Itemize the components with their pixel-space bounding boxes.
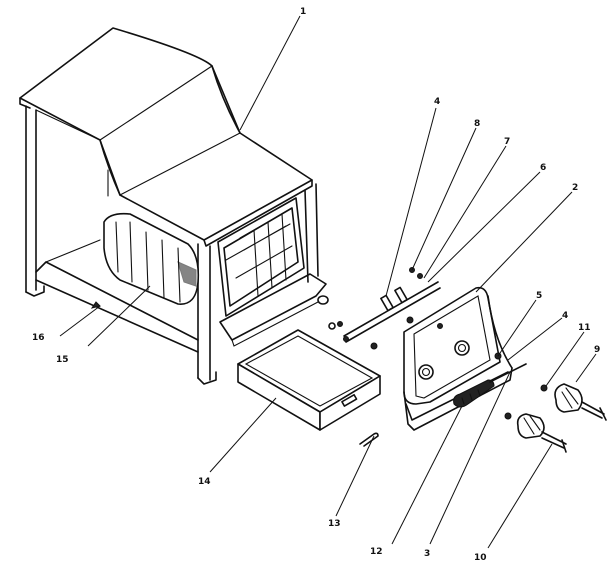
side-heat-panel [103, 212, 200, 305]
hinge-rod [328, 267, 441, 350]
callout-15: 15 [56, 355, 69, 365]
callout-4-lower: 4 [562, 311, 568, 321]
callout-5: 5 [536, 291, 542, 301]
cabinet-body [19, 27, 329, 385]
leader-lines [59, 15, 597, 549]
callout-16: 16 [32, 333, 45, 343]
cotter-pin [359, 432, 379, 447]
callout-7: 7 [504, 137, 510, 147]
callout-6: 6 [540, 163, 546, 173]
loading-door [403, 286, 513, 431]
callout-10: 10 [474, 553, 487, 563]
draft-knob-lower [494, 352, 567, 453]
callout-1: 1 [300, 7, 306, 17]
callout-3: 3 [424, 549, 430, 559]
draft-knob-upper [540, 383, 607, 421]
callout-8: 8 [474, 119, 480, 129]
callout-13: 13 [328, 519, 341, 529]
ash-drawer [237, 329, 381, 431]
callout-9: 9 [594, 345, 600, 355]
callout-labels: 1 2 3 4 4 5 6 7 8 9 10 11 12 13 14 15 16 [32, 7, 600, 563]
callout-2: 2 [572, 183, 578, 193]
callout-12: 12 [370, 547, 383, 557]
callout-14: 14 [198, 477, 211, 487]
callout-4-upper: 4 [434, 97, 440, 107]
callout-11: 11 [578, 323, 591, 333]
